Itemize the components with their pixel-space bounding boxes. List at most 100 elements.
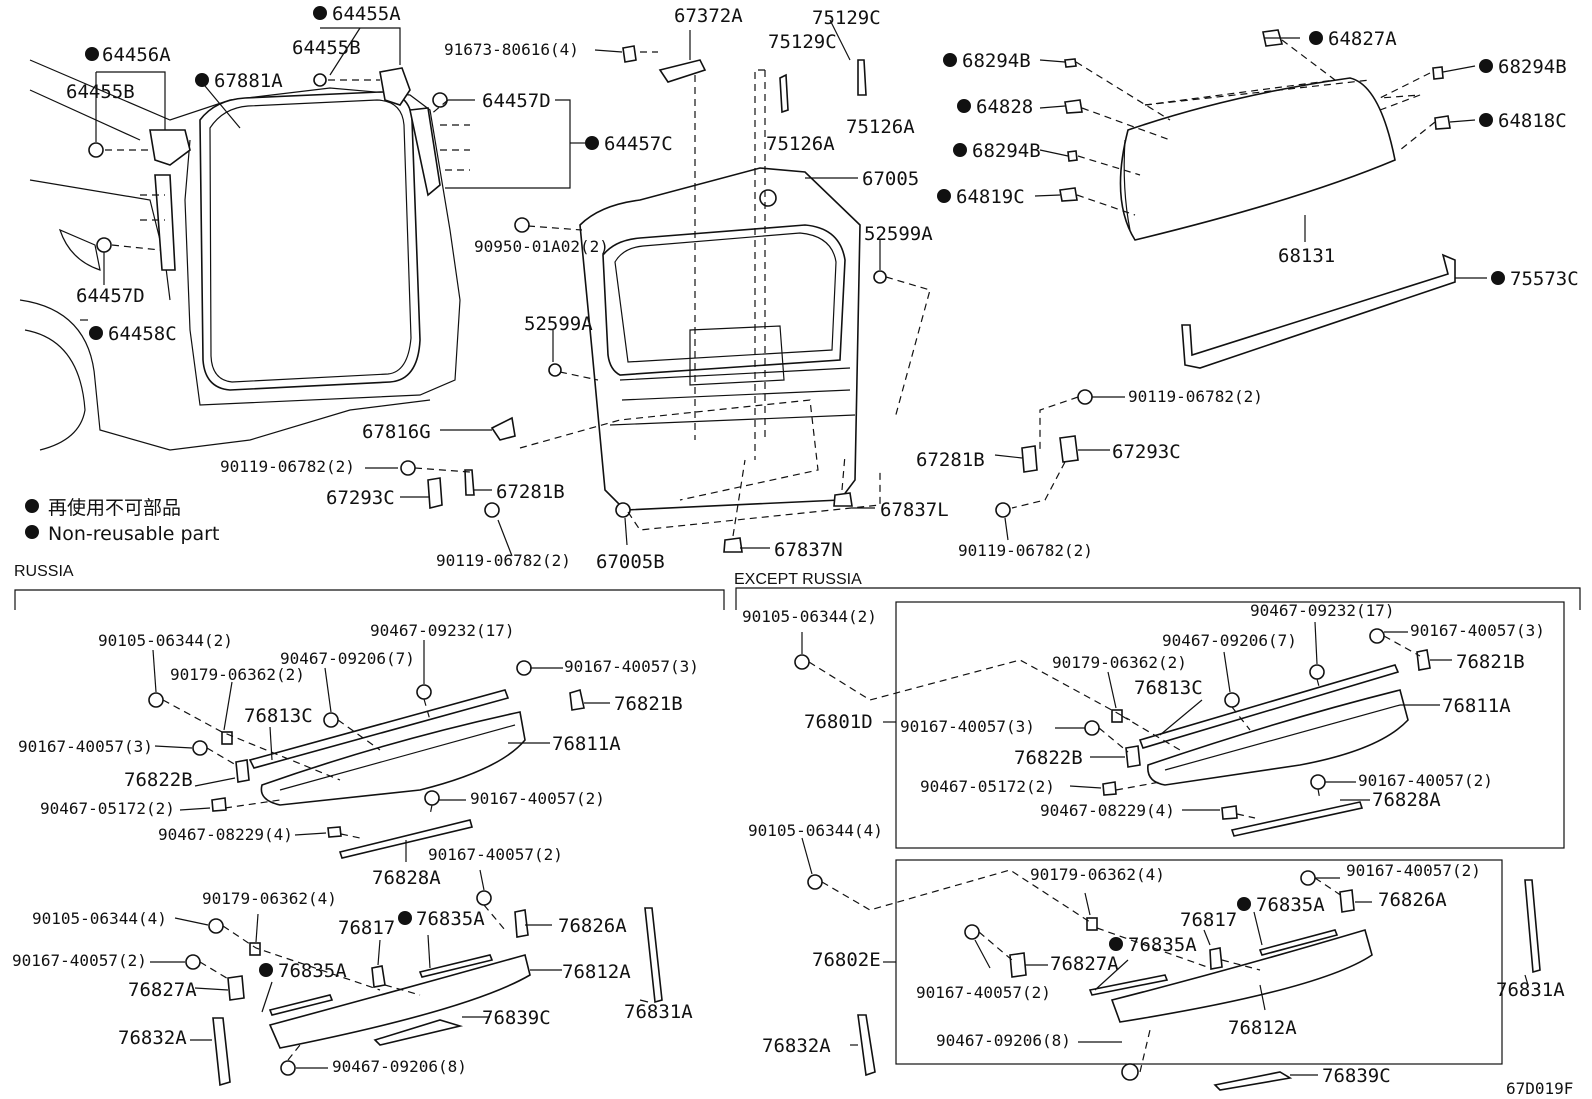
label-67005: 67005 (862, 168, 919, 190)
label-e-76835A-b: 76835A (1128, 934, 1197, 956)
glass-leaders (1034, 37, 1487, 279)
label-68294B-c: 68294B (1498, 56, 1567, 78)
label-91673-80616: 91673-80616(4) (444, 40, 579, 59)
top-left-dashes (105, 79, 470, 251)
label-e-76821B: 76821B (1456, 651, 1525, 673)
label-e-90467-08229-4: 90467-08229(4) (1040, 801, 1175, 820)
label-64457D-right: 64457D (482, 90, 551, 112)
label-e-76832A: 76832A (762, 1035, 831, 1057)
label-r-76822B: 76822B (124, 769, 193, 791)
legend-text-en: Non-reusable part (48, 523, 219, 545)
label-r-90179-06362-4: 90179-06362(4) (202, 889, 337, 908)
label-r-76828A: 76828A (372, 867, 441, 889)
legend-dot-jp (25, 499, 39, 513)
label-r-90167-40057-3a: 90167-40057(3) (564, 657, 699, 676)
label-67281B-right: 67281B (916, 449, 985, 471)
label-67293C-left: 67293C (326, 487, 395, 509)
label-e-90105-06344-4: 90105-06344(4) (748, 821, 883, 840)
legend: 再使用不可部品 Non-reusable part (25, 497, 219, 545)
nonreusable-marker (585, 136, 599, 150)
label-68131: 68131 (1278, 245, 1335, 267)
nonreusable-marker (1479, 113, 1493, 127)
nonreusable-marker (1309, 31, 1323, 45)
label-67837L: 67837L (880, 499, 949, 521)
label-e-76828A: 76828A (1372, 789, 1441, 811)
label-67281B-left: 67281B (496, 481, 565, 503)
label-e-90467-05172-2: 90467-05172(2) (920, 777, 1055, 796)
label-75129C-a: 75129C (812, 7, 881, 29)
label-r-90167-40057-3b: 90167-40057(3) (18, 737, 153, 756)
label-68294B-b: 68294B (972, 140, 1041, 162)
drawing-code: 67D019F (1506, 1079, 1573, 1098)
part-labels: 64456A 64455B 64457D 64458C 67881A 64455… (12, 3, 1579, 1087)
label-e-76826A: 76826A (1378, 889, 1447, 911)
label-r-76821B: 76821B (614, 693, 683, 715)
label-r-90167-40057-2a: 90167-40057(2) (470, 789, 605, 808)
legend-dot-en (25, 525, 39, 539)
label-e-76839C: 76839C (1322, 1065, 1391, 1087)
label-67372A: 67372A (674, 5, 743, 27)
label-r-76835A-b: 76835A (278, 960, 347, 982)
label-67881A: 67881A (214, 70, 283, 92)
label-e-90467-09206-8: 90467-09206(8) (936, 1031, 1071, 1050)
label-e-76801D: 76801D (804, 711, 873, 733)
label-r-90167-40057-2c: 90167-40057(2) (12, 951, 147, 970)
label-r-90467-09206-7: 90467-09206(7) (280, 649, 415, 668)
label-r-90179-06362-2: 90179-06362(2) (170, 665, 305, 684)
except-russia-leaders (801, 621, 1529, 1076)
nonreusable-marker (398, 911, 412, 925)
except-russia-garnish-parts (794, 628, 1541, 1091)
label-e-90467-09206-7: 90467-09206(7) (1162, 631, 1297, 650)
label-64818C: 64818C (1498, 110, 1567, 132)
label-e-90167-40057-3b: 90167-40057(3) (900, 717, 1035, 736)
label-75126A-b: 75126A (846, 116, 915, 138)
section-title-russia: RUSSIA (14, 563, 74, 580)
label-90119-06782-d: 90119-06782(2) (958, 541, 1093, 560)
label-64457C: 64457C (604, 133, 673, 155)
label-64455B-top: 64455B (292, 37, 361, 59)
label-e-90167-40057-2b: 90167-40057(2) (1346, 861, 1481, 880)
label-67816G: 67816G (362, 421, 431, 443)
nonreusable-marker (957, 99, 971, 113)
label-r-76831A: 76831A (624, 1001, 693, 1023)
label-90119-06782-c: 90119-06782(2) (1128, 387, 1263, 406)
label-e-76812A: 76812A (1228, 1017, 1297, 1039)
label-r-90467-09206-8: 90467-09206(8) (332, 1057, 467, 1076)
label-e-90167-40057-2a: 90167-40057(2) (1358, 771, 1493, 790)
nonreusable-marker (1109, 937, 1123, 951)
back-door-dashes (519, 51, 931, 537)
section-title-except-russia: EXCEPT RUSSIA (734, 571, 862, 588)
nonreusable-marker (85, 47, 99, 61)
label-r-76827A: 76827A (128, 979, 197, 1001)
label-r-76839C: 76839C (482, 1007, 551, 1029)
nonreusable-marker (943, 53, 957, 67)
nonreusable-marker (89, 326, 103, 340)
label-r-90467-05172-2: 90467-05172(2) (40, 799, 175, 818)
hinge-parts-right (994, 389, 1125, 541)
label-75126A-a: 75126A (766, 133, 835, 155)
nonreusable-marker (953, 143, 967, 157)
back-door-leaders (365, 19, 881, 557)
rear-body-opening (19, 59, 461, 451)
nonreusable-marker (1491, 271, 1505, 285)
label-64819C: 64819C (956, 186, 1025, 208)
label-r-76817: 76817 (338, 917, 395, 939)
except-russia-dashes (808, 635, 1421, 1073)
russia-dashes (162, 698, 506, 1061)
label-r-76812A: 76812A (562, 961, 631, 983)
label-e-76802E: 76802E (812, 949, 881, 971)
russia-garnish-parts (148, 660, 663, 1087)
label-e-76817: 76817 (1180, 909, 1237, 931)
label-64458C: 64458C (108, 323, 177, 345)
label-52599A-left: 52599A (524, 313, 593, 335)
nonreusable-marker (259, 963, 273, 977)
label-r-76811A: 76811A (552, 733, 621, 755)
label-e-90105-06344-2: 90105-06344(2) (742, 607, 877, 626)
label-e-90167-40057-2c: 90167-40057(2) (916, 983, 1051, 1002)
label-90119-06782-a: 90119-06782(2) (220, 457, 355, 476)
label-67293C-right: 67293C (1112, 441, 1181, 463)
back-window-glass-68131 (1059, 29, 1456, 369)
label-r-90167-40057-2b: 90167-40057(2) (428, 845, 563, 864)
